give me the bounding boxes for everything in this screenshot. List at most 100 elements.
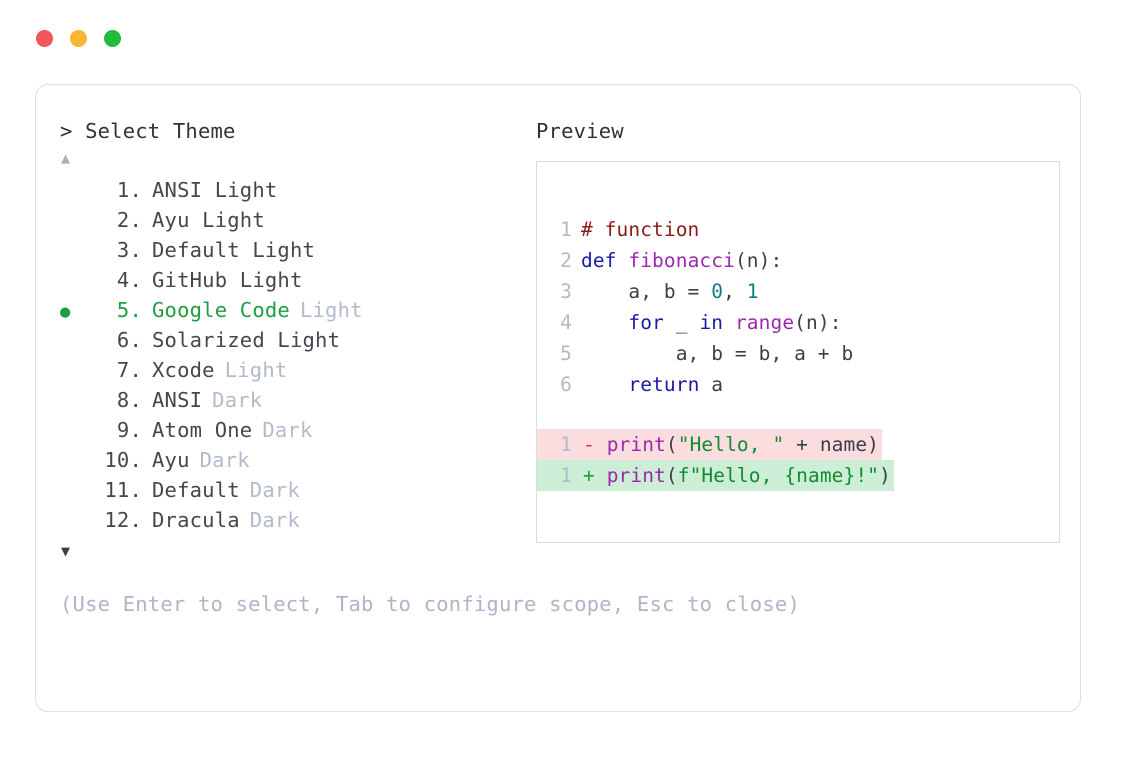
code-token-num: 0 (711, 280, 724, 303)
theme-list-item[interactable]: 9. Atom One Dark (60, 415, 530, 445)
theme-item-name: Default Light (152, 238, 316, 262)
bullet-placeholder (60, 477, 90, 507)
theme-item-name: Ayu Light (152, 208, 265, 232)
diff-line-number: 1 (537, 460, 581, 491)
theme-item-number: 5. (116, 298, 142, 322)
close-window-button[interactable] (36, 30, 53, 47)
bullet-placeholder (60, 177, 90, 207)
diff-line-number: 1 (537, 429, 581, 460)
theme-item-mode-badge: Light (224, 358, 288, 382)
code-line-content: def fibonacci(n): (581, 245, 782, 276)
theme-item-name: Atom One (152, 418, 253, 442)
theme-item-number: 12. (104, 508, 142, 532)
code-token-str: "Hello, " (677, 433, 785, 456)
theme-list-item[interactable]: 2. Ayu Light (60, 205, 530, 235)
bullet-placeholder (60, 267, 90, 297)
code-token-plain (581, 311, 628, 334)
theme-list-item[interactable]: 6. Solarized Light (60, 325, 530, 355)
code-line-content: a, b = b, a + b (581, 338, 854, 369)
theme-item-name: GitHub Light (152, 268, 303, 292)
keyboard-hint: (Use Enter to select, Tab to configure s… (60, 592, 800, 616)
theme-selector-card: > Select Theme ▲ 1.ANSI Light 2. Ayu Ligh… (35, 84, 1081, 712)
code-token-str: f"Hello, {name}!" (677, 464, 880, 487)
theme-item-name: Default (152, 478, 240, 502)
code-token-punct: ( (665, 464, 678, 487)
selected-bullet-icon: ● (60, 302, 71, 322)
preview-label: Preview (536, 119, 624, 143)
theme-item-number: 8. (116, 388, 142, 412)
code-token-plain: , (723, 280, 747, 303)
theme-list-item[interactable]: 4. GitHub Light (60, 265, 530, 295)
theme-item-name: ANSI Light (152, 178, 278, 202)
code-token-fn: fibonacci (628, 249, 735, 272)
theme-list-item[interactable]: 12. Dracula Dark (60, 505, 530, 535)
theme-item-mode-badge: Dark (262, 418, 313, 442)
theme-item-name: Solarized Light (152, 328, 341, 352)
theme-item-name: Xcode (152, 358, 215, 382)
code-token-fn: range (734, 311, 795, 334)
code-line-content: return a (581, 369, 723, 400)
code-token-fn: print (606, 433, 666, 456)
theme-item-name: Google Code (152, 298, 290, 322)
bullet-placeholder (60, 237, 90, 267)
code-token-plain: a (699, 373, 724, 396)
bullet-placeholder (60, 447, 90, 477)
code-line-number: 6 (560, 373, 572, 396)
code-token-punct: ( (665, 433, 678, 456)
theme-item-name: ANSI (152, 388, 203, 412)
code-token-plain (581, 373, 628, 396)
code-line-number: 3 (560, 280, 572, 303)
scroll-up-arrow-icon[interactable]: ▲ (61, 149, 71, 167)
theme-item-number: 9. (116, 418, 142, 442)
diff-block: 1- print("Hello, " + name)1+ print(f"Hel… (537, 429, 1059, 491)
window-titlebar (36, 30, 121, 47)
theme-selector-panel: > Select Theme ▲ 1.ANSI Light 2. Ayu Ligh… (60, 116, 800, 619)
code-line-number: 1 (560, 218, 572, 241)
bullet-placeholder (60, 417, 90, 447)
theme-item-name: Dracula (152, 508, 240, 532)
diff-line-content: + print(f"Hello, {name}!") (581, 460, 894, 491)
theme-item-mode-badge: Dark (249, 508, 300, 532)
code-token-kw: for (628, 311, 664, 334)
code-token-fn: print (606, 464, 666, 487)
theme-item-mode-badge: Light (299, 298, 363, 322)
theme-list: 1.ANSI Light 2. Ayu Light 3.Default Light… (60, 175, 530, 535)
scroll-down-arrow-icon[interactable]: ▼ (61, 542, 71, 560)
code-token-punct: (n): (734, 249, 783, 272)
code-line: 1 # function (537, 214, 1059, 245)
code-line-content: # function (581, 214, 699, 245)
code-spacer (537, 400, 1059, 429)
theme-list-item[interactable]: ● 5. Google Code Light (60, 295, 530, 325)
theme-item-number: 2. (116, 208, 142, 232)
theme-list-item[interactable]: 1.ANSI Light (60, 175, 530, 205)
bullet-placeholder (60, 507, 90, 537)
minimize-window-button[interactable] (70, 30, 87, 47)
code-line: 4 for _ in range(n): (537, 307, 1059, 338)
code-token-comment: # function (581, 218, 700, 241)
theme-item-number: 6. (116, 328, 142, 352)
theme-list-item[interactable]: 8. ANSI Dark (60, 385, 530, 415)
code-token-plain: _ (663, 311, 700, 334)
code-line-number: 4 (560, 311, 572, 334)
theme-item-mode-badge: Dark (212, 388, 263, 412)
code-line: 3 a, b = 0, 1 (537, 276, 1059, 307)
maximize-window-button[interactable] (104, 30, 121, 47)
code-token-plain (723, 311, 735, 334)
code-token-kw: def (581, 249, 629, 272)
bullet-placeholder (60, 357, 90, 387)
diff-line-content: - print("Hello, " + name) (581, 429, 883, 460)
theme-item-number: 4. (116, 268, 142, 292)
code-token-kw: in (699, 311, 724, 334)
code-token-plain: + name) (784, 433, 880, 456)
theme-item-number: 11. (104, 478, 142, 502)
theme-list-item[interactable]: 3.Default Light (60, 235, 530, 265)
diff-sign-del: - (583, 433, 607, 456)
theme-item-mode-badge: Dark (199, 448, 250, 472)
diff-line-del: 1- print("Hello, " + name) (537, 429, 1059, 460)
select-theme-prompt: > Select Theme (60, 119, 236, 143)
code-line-content: a, b = 0, 1 (581, 276, 759, 307)
